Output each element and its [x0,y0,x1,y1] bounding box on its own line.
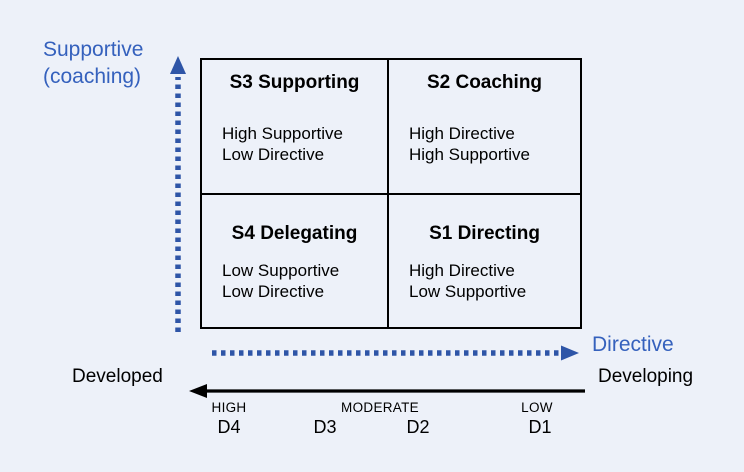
supportive-axis-label-line1: Supportive [43,38,144,61]
quadrant-description-line: High Supportive [222,124,343,143]
stage-label-d4: D4 [217,417,241,437]
quadrant-description-line: High Supportive [409,145,530,164]
quadrant-description: Low Supportive Low Directive [202,260,387,302]
supportive-axis-label-line2: (coaching) [43,65,142,88]
quadrant-s3-supporting: S3 Supporting High Supportive Low Direct… [202,60,389,195]
quadrant-description-line: Low Directive [222,282,325,301]
quadrant-grid: S3 Supporting High Supportive Low Direct… [200,58,582,329]
quadrant-s2-coaching: S2 Coaching High Directive High Supporti… [389,60,580,195]
quadrant-description: High Directive High Supportive [389,123,580,165]
stage-label-d3: D3 [313,417,337,437]
stage-label-d1: D1 [528,417,552,437]
level-label-high: HIGH [211,400,247,415]
quadrant-title: S4 Delegating [231,223,358,244]
quadrant-description: High Directive Low Supportive [389,260,580,302]
quadrant-description-line: High Directive [409,124,515,143]
left-arrow-icon [189,384,585,398]
up-arrow-icon [170,56,186,332]
quadrant-s4-delegating: S4 Delegating Low Supportive Low Directi… [202,195,389,327]
quadrant-description: High Supportive Low Directive [202,123,387,165]
directive-axis-label: Directive [592,333,674,356]
quadrant-title: S2 Coaching [426,72,543,93]
quadrant-title: S3 Supporting [229,72,360,93]
right-arrow-icon [212,345,579,361]
quadrant-description-line: Low Directive [222,145,325,164]
developed-label: Developed [72,366,163,387]
quadrant-s1-directing: S1 Directing High Directive Low Supporti… [389,195,580,327]
quadrant-description-line: Low Supportive [222,261,340,280]
level-label-moderate: MODERATE [341,400,419,415]
supportive-axis-label: Supportive (coaching) [43,36,143,90]
quadrant-description-line: High Directive [409,261,515,280]
developing-label: Developing [598,366,694,387]
level-label-low: LOW [521,400,553,415]
quadrant-title: S1 Directing [429,223,540,244]
stage-label-d2: D2 [406,417,430,437]
quadrant-description-line: Low Supportive [409,282,527,301]
